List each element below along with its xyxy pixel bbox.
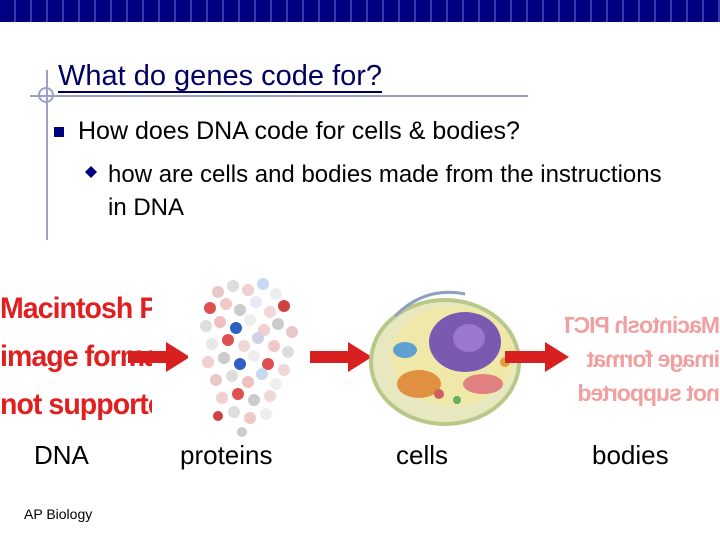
bullet-level-2: how are cells and bodies made from the i… bbox=[108, 161, 662, 221]
arrow-right-icon bbox=[505, 342, 569, 372]
arrow-right-icon bbox=[310, 342, 372, 372]
slide-title: What do genes code for? bbox=[58, 60, 383, 92]
label-cells: cells bbox=[396, 440, 449, 470]
vertical-rule bbox=[46, 70, 48, 240]
pict-placeholder-right: Macintosh PICT image format not supporte… bbox=[565, 312, 720, 406]
footer-label: AP Biology bbox=[24, 506, 93, 522]
horizontal-rule bbox=[30, 95, 528, 97]
label-bodies: bodies bbox=[592, 440, 669, 470]
top-bar bbox=[0, 0, 720, 22]
cell-illustration-image bbox=[369, 290, 521, 426]
crosshair-ornament bbox=[38, 87, 54, 103]
protein-structure-image bbox=[188, 272, 308, 440]
arrow-right-icon bbox=[128, 342, 190, 372]
bullet-level-1: How does DNA code for cells & bodies? bbox=[78, 117, 520, 145]
label-dna: DNA bbox=[34, 440, 89, 470]
bullet-diamond-icon bbox=[85, 166, 97, 178]
bullet-square-icon bbox=[54, 127, 64, 137]
pict-placeholder-left: Macintosh PICT image format not supporte… bbox=[0, 292, 152, 421]
label-proteins: proteins bbox=[180, 440, 273, 470]
